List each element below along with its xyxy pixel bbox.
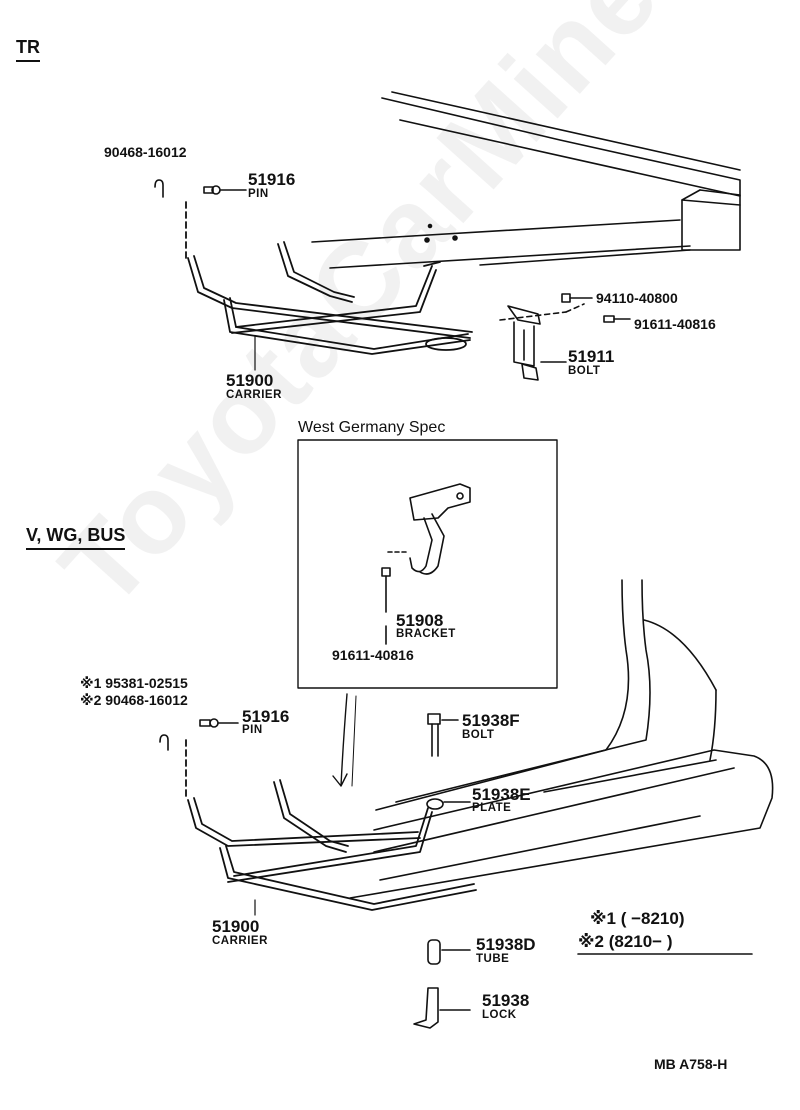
label-91611-top: 91611-40816 xyxy=(634,316,716,332)
label-51938d: 51938D xyxy=(476,935,536,954)
label-51900-bot: 51900 xyxy=(212,917,260,936)
label-51916-top: 51916 xyxy=(248,170,296,189)
inset-arrow xyxy=(332,693,348,787)
inset-title: West Germany Spec xyxy=(298,419,446,436)
label-51916-bot: 51916 xyxy=(242,707,290,726)
label-51911: 51911 xyxy=(568,347,615,366)
note-1: ※1 ( −8210) xyxy=(590,909,685,928)
label-carrier-top: CARRIER xyxy=(226,389,282,401)
note-2: ※2 (8210− ) xyxy=(578,932,673,951)
label-51900-top: 51900 xyxy=(226,371,274,390)
label-bracket: BRACKET xyxy=(396,628,456,640)
label-tube: TUBE xyxy=(476,953,510,965)
label-pin-bot: PIN xyxy=(242,724,263,736)
label-51938: 51938 xyxy=(482,991,530,1010)
label-pin-top: PIN xyxy=(248,188,269,200)
top-carrier xyxy=(185,201,473,355)
bottom-carrier xyxy=(185,739,477,911)
top-frame xyxy=(311,91,741,321)
label-x2: ※2 90468-16012 xyxy=(80,692,188,708)
bottom-small-parts xyxy=(159,713,717,1029)
section-tr: TR xyxy=(16,38,40,62)
label-94110: 94110-40800 xyxy=(596,290,678,306)
label-51908: 51908 xyxy=(396,611,444,630)
label-bolt-51911: BOLT xyxy=(568,365,601,377)
label-plate: PLATE xyxy=(472,802,512,814)
label-x1: ※1 95381-02515 xyxy=(80,675,188,691)
top-small-parts xyxy=(154,179,631,381)
label-bolt-51938f: BOLT xyxy=(462,729,495,741)
label-carrier-bot: CARRIER xyxy=(212,935,268,947)
bottom-body xyxy=(349,579,774,899)
section-v-wg-bus: V, WG, BUS xyxy=(26,526,126,550)
label-91611-inset: 91611-40816 xyxy=(332,647,414,663)
label-51938e: 51938E xyxy=(472,785,531,804)
footer-code: MB A758-H xyxy=(654,1056,728,1072)
label-51938f: 51938F xyxy=(462,711,520,730)
inset-bracket xyxy=(381,483,471,645)
label-90468-top: 90468-16012 xyxy=(104,144,187,160)
inset-box xyxy=(297,439,558,689)
label-lock: LOCK xyxy=(482,1009,517,1021)
